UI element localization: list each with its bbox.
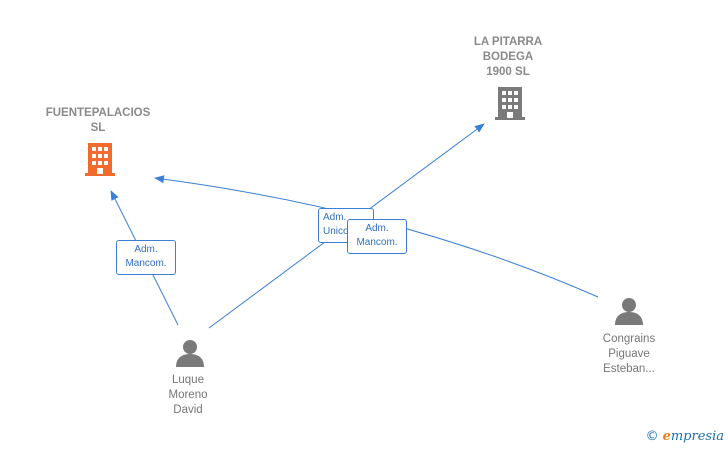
brand-name: mpresia: [670, 429, 724, 444]
person-label-congrains[interactable]: Congrains Piguave Esteban...: [602, 333, 656, 375]
company-label-la-pitarra[interactable]: LA PITARRA BODEGA 1900 SL: [473, 36, 543, 78]
building-icon[interactable]: [493, 85, 527, 121]
person-icon[interactable]: [614, 296, 644, 326]
building-icon[interactable]: [83, 141, 117, 177]
edge-label-adm-mancom[interactable]: Adm. Mancom.: [347, 219, 407, 254]
company-label-fuentepalacios[interactable]: FUENTEPALACIOS SL: [45, 107, 151, 134]
edge-label-adm-mancom[interactable]: Adm. Mancom.: [116, 240, 176, 275]
person-icon[interactable]: [175, 338, 205, 368]
copyright-symbol: ©: [645, 429, 659, 444]
brand-initial: e: [662, 429, 671, 444]
person-label-luque[interactable]: Luque Moreno David: [168, 374, 208, 416]
empresia-logo: ©empresia: [646, 429, 724, 444]
